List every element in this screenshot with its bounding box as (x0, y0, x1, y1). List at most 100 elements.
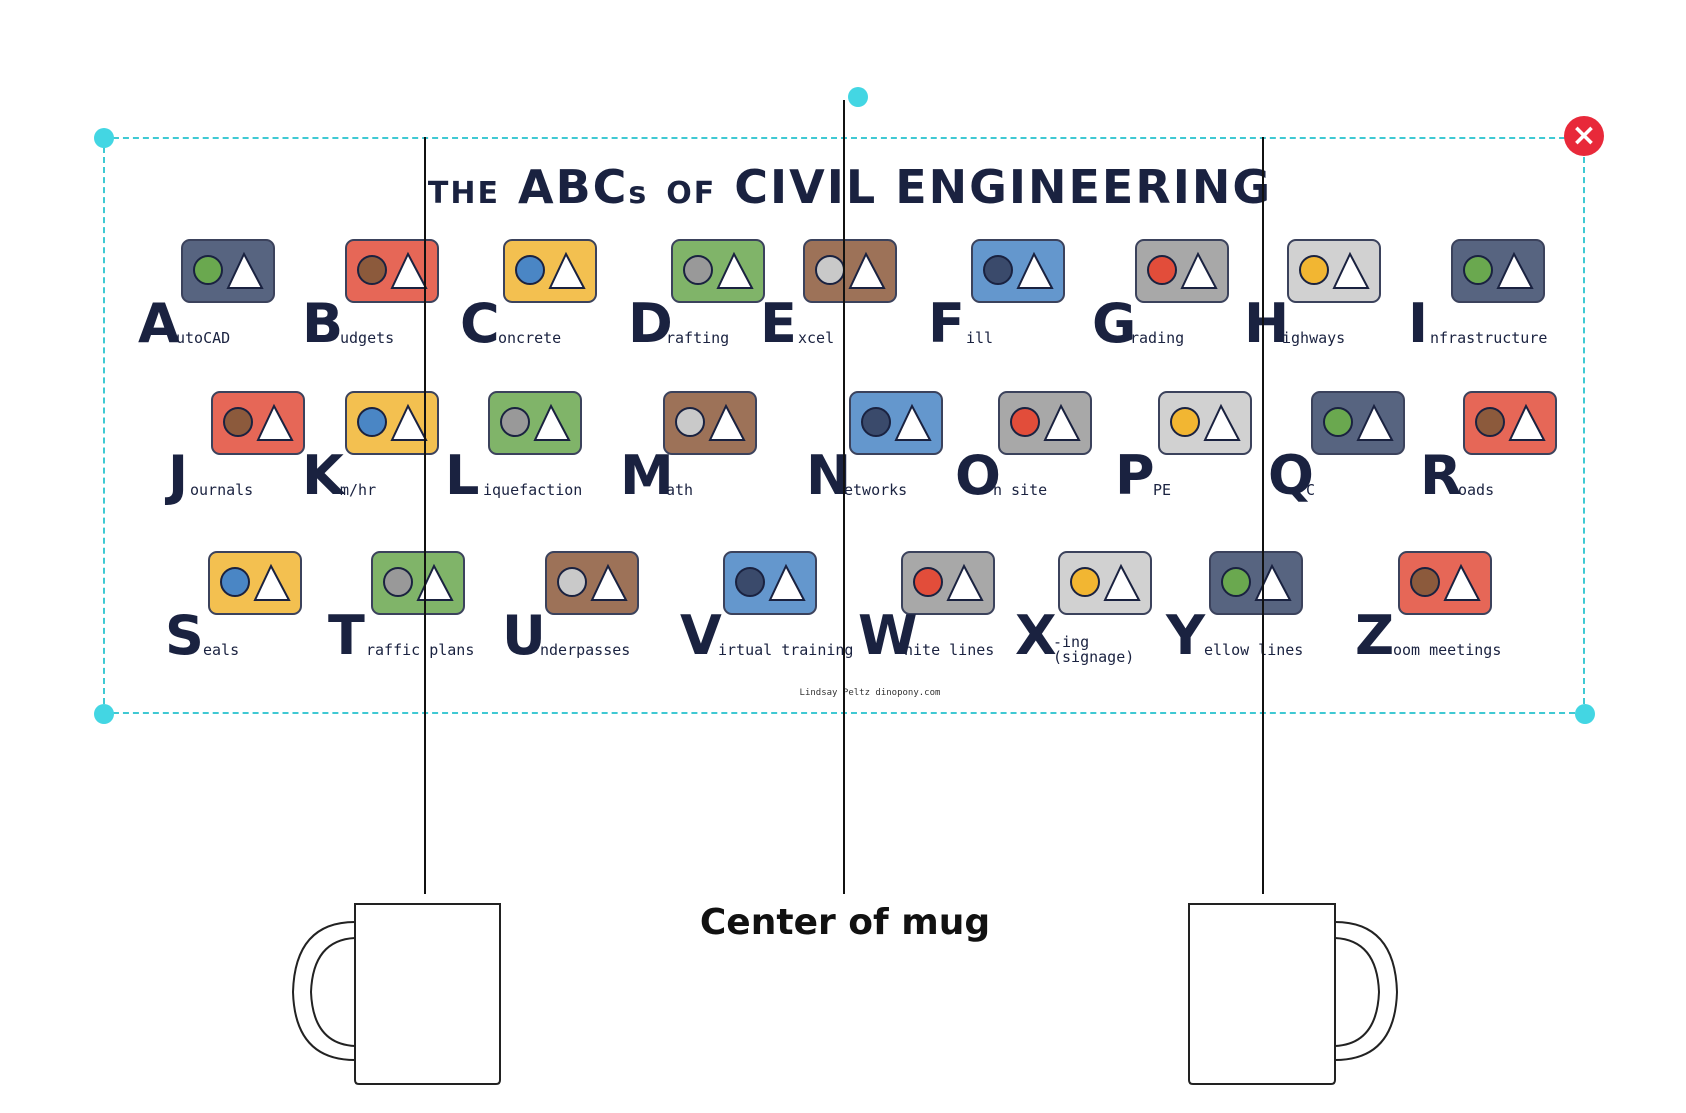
delete-design-button[interactable]: × (1564, 116, 1604, 156)
underpass-icon (545, 551, 639, 615)
center-of-mug-label: Center of mug (699, 902, 991, 943)
tile-word: ighways (1282, 329, 1346, 347)
grading-slope-icon (1135, 239, 1229, 303)
network-icon (849, 391, 943, 455)
tile-word: eals (203, 641, 240, 659)
tile-word: nderpasses (540, 641, 631, 659)
tile-word: oads (1458, 481, 1495, 499)
highway-overpass-icon (1287, 239, 1381, 303)
tile-letter: V (680, 604, 722, 667)
tile-word: ournals (190, 481, 254, 499)
tile-word: m/hr (340, 481, 377, 499)
title-civil-engineering: CIVIL ENGINEERING (734, 160, 1273, 214)
quality-check-icon (1311, 391, 1405, 455)
tile-word: n site (993, 481, 1048, 499)
excavator-icon (998, 391, 1092, 455)
yellow-lines-road-icon (1209, 551, 1303, 615)
tile-letter: Z (1355, 604, 1395, 667)
design-credit: Lindsay Peltz dinopony.com (799, 688, 941, 698)
ppe-hardhat-icon (1158, 391, 1252, 455)
tile-word: irtual training (718, 641, 854, 659)
fill-rocks-icon (971, 239, 1065, 303)
tile-letter: K (302, 444, 344, 507)
tile-letter: L (445, 444, 480, 507)
speed-limit-sign-icon (345, 391, 439, 455)
close-icon: × (1571, 118, 1597, 153)
budget-sheet-icon (345, 239, 439, 303)
tile-letter: A (138, 292, 180, 355)
engineer-seal-icon (208, 551, 302, 615)
infrastructure-map-icon (1451, 239, 1545, 303)
tile-letter: D (628, 292, 673, 355)
tile-letter: J (168, 444, 189, 507)
journals-icon (211, 391, 305, 455)
guide-line-center (843, 100, 845, 894)
tile-letter: H (1244, 292, 1290, 355)
road-icon (1463, 391, 1557, 455)
tile-letter: O (955, 444, 1001, 507)
tile-word: iquefaction (483, 481, 583, 499)
tile-word: oncrete (498, 329, 562, 347)
tile-letter: X (1015, 604, 1057, 667)
tile-letter: F (928, 292, 965, 355)
tile-letter: B (302, 292, 344, 355)
tile-letter: P (1115, 444, 1155, 507)
resize-handle-bottom-right[interactable] (1575, 704, 1595, 724)
tile-word: hite lines (904, 641, 995, 659)
white-lines-road-icon (901, 551, 995, 615)
zoom-grid-icon (1398, 551, 1492, 615)
tile-letter: T (328, 604, 365, 667)
rotate-handle-top-center[interactable] (848, 87, 868, 107)
resize-handle-top-left[interactable] (94, 128, 114, 148)
tile-word: rading (1130, 329, 1185, 347)
spreadsheet-icon (803, 239, 897, 303)
resize-handle-bottom-left[interactable] (94, 704, 114, 724)
tile-letter: R (1420, 444, 1462, 507)
traffic-signs-icon (371, 551, 465, 615)
tile-word: raffic plans (366, 641, 475, 659)
tile-word: C (1306, 481, 1316, 499)
tile-word: utoCAD (176, 329, 231, 347)
tile-letter: M (620, 444, 674, 507)
tile-letter: U (502, 604, 546, 667)
tile-letter: Y (1166, 604, 1206, 667)
title-the: THE (427, 176, 500, 211)
tile-word: ellow lines (1204, 641, 1304, 659)
drafting-plan-icon (671, 239, 765, 303)
liquefaction-icon (488, 391, 582, 455)
math-equations-icon (663, 391, 757, 455)
tile-word: ill (966, 329, 994, 347)
guide-line-right (1262, 137, 1264, 894)
title-of: OF (666, 176, 717, 211)
autocad-screen-icon (181, 239, 275, 303)
tile-word: PE (1153, 481, 1172, 499)
title-s: s (628, 176, 649, 211)
tile-word: oom meetings (1393, 641, 1502, 659)
mug-right-icon (1188, 903, 1399, 1085)
guide-line-left (424, 137, 426, 894)
tile-word: ath (666, 481, 694, 499)
tile-letter: Q (1268, 444, 1314, 507)
design-title: THE ABCs OF CIVIL ENGINEERING (420, 160, 1280, 214)
tile-word: udgets (340, 329, 395, 347)
virtual-training-icon (723, 551, 817, 615)
tile-letter: S (165, 604, 204, 667)
